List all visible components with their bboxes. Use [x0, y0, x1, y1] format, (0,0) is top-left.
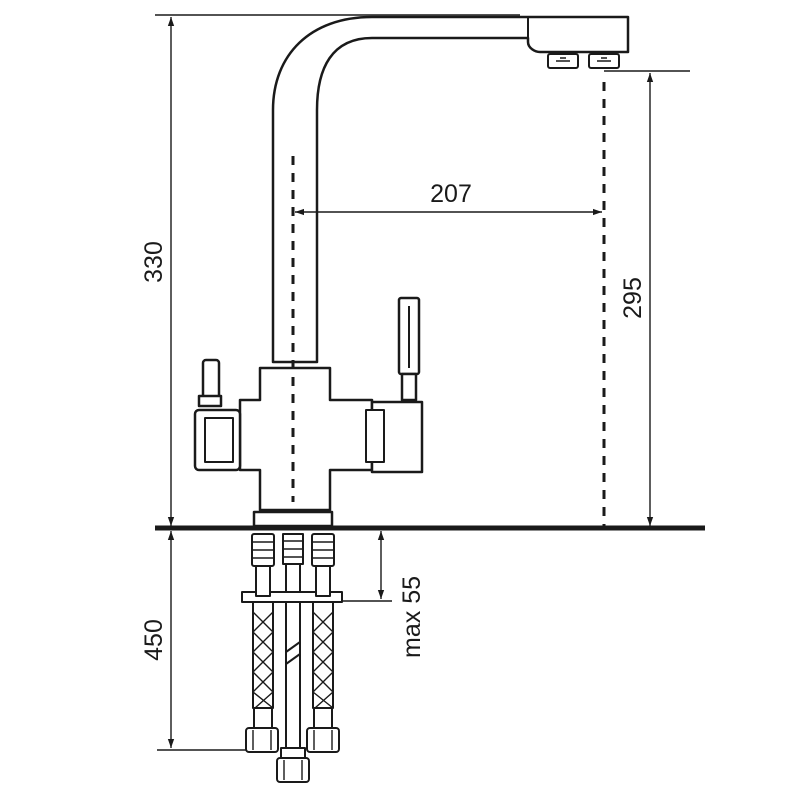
left-lever-handle [197, 358, 223, 408]
dim-label-mount-thickness: max 55 [398, 576, 426, 658]
right-lever-handle [397, 296, 421, 402]
dim-label-total-height: 330 [140, 241, 168, 283]
dim-label-spout-reach: 207 [430, 180, 472, 208]
mounting-stud [276, 533, 310, 783]
dim-label-hose-length: 450 [140, 619, 168, 661]
mounting-plate [241, 591, 343, 603]
dim-label-spout-clearance: 295 [619, 277, 647, 319]
left-flex-hose [245, 533, 279, 753]
spout-tube [271, 15, 630, 364]
spout-outlets [547, 53, 620, 69]
faucet-body [193, 366, 424, 528]
right-flex-hose [306, 533, 340, 753]
